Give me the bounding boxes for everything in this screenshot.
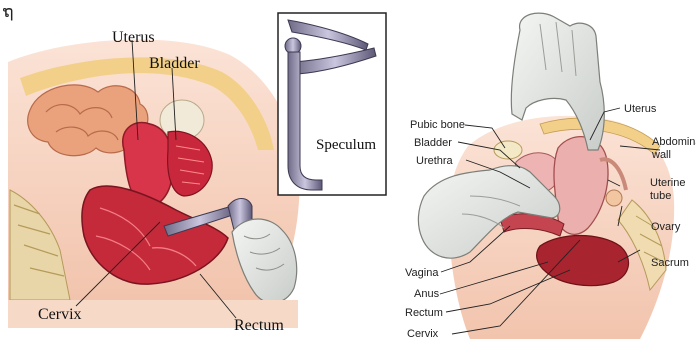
speculum-inset: Speculum <box>278 13 386 195</box>
right-panel: Pubic bone Bladder Urethra Vagina Anus R… <box>405 13 696 339</box>
right-label-abdominal-wall-line2: wall <box>651 149 671 161</box>
top-left-glyph: ຖ <box>2 4 13 21</box>
left-label-uterus: Uterus <box>112 29 155 46</box>
right-label-ovary: Ovary <box>651 221 681 233</box>
left-label-rectum: Rectum <box>234 317 284 334</box>
right-label-anus: Anus <box>414 288 440 300</box>
right-label-vagina: Vagina <box>405 267 439 279</box>
right-label-uterine-tube-line2: tube <box>650 190 671 202</box>
left-panel: Uterus Bladder Cervix Rectum <box>8 29 300 334</box>
left-label-cervix: Cervix <box>38 306 82 323</box>
right-ovary <box>606 190 622 206</box>
right-label-uterine-tube-line1: Uterine <box>650 177 685 189</box>
left-label-bladder: Bladder <box>149 55 200 72</box>
speculum-label: Speculum <box>316 137 376 153</box>
right-label-pubic-bone: Pubic bone <box>410 119 465 131</box>
right-label-uterus: Uterus <box>624 103 657 115</box>
right-label-cervix: Cervix <box>407 328 439 339</box>
right-label-urethra: Urethra <box>416 155 454 167</box>
right-label-sacrum: Sacrum <box>651 257 689 269</box>
right-label-bladder: Bladder <box>414 137 452 149</box>
right-label-abdominal-wall-line1: Abdomina <box>652 136 696 148</box>
right-label-rectum: Rectum <box>405 307 443 319</box>
